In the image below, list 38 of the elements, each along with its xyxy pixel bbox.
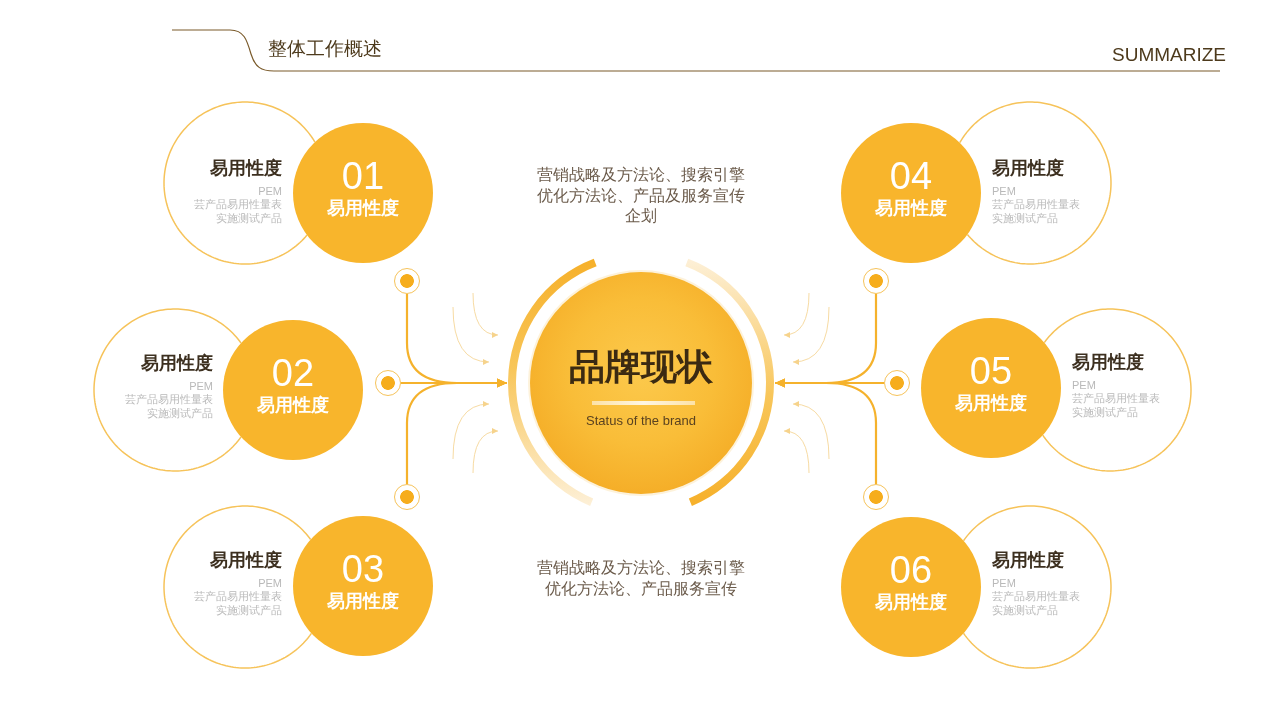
item-label: 易用性度 bbox=[954, 392, 1028, 414]
item-label: 易用性度 bbox=[256, 394, 330, 416]
item-label: 易用性度 bbox=[326, 197, 400, 219]
item-heading: 易用性度 bbox=[992, 157, 1065, 179]
item-number: 03 bbox=[340, 549, 386, 589]
item-number: 05 bbox=[968, 351, 1014, 391]
dot-marker bbox=[884, 370, 910, 396]
item-label: 易用性度 bbox=[874, 197, 948, 219]
summary-text: 营销战略及方法论、搜索引擎优化方法论、产品服务宣传 bbox=[536, 558, 746, 599]
item-heading: 易用性度 bbox=[140, 352, 213, 374]
item-code: PEM bbox=[257, 184, 282, 198]
connector-arrow bbox=[405, 378, 507, 484]
center-subtitle: Status of the brand bbox=[585, 413, 697, 429]
dot-marker bbox=[394, 484, 420, 510]
item-code: PEM bbox=[992, 576, 1017, 590]
dot-marker bbox=[394, 268, 420, 294]
item-heading: 易用性度 bbox=[209, 157, 282, 179]
item-number: 02 bbox=[270, 353, 316, 393]
item-code: PEM bbox=[188, 379, 213, 393]
summary-text: 营销战略及方法论、搜索引擎优化方法论、产品及服务宣传企划 bbox=[536, 165, 746, 227]
item-code: PEM bbox=[257, 576, 282, 590]
center-title: 品牌现状 bbox=[568, 345, 714, 389]
section-label: SUMMARIZE bbox=[1112, 43, 1226, 67]
item-code: PEM bbox=[992, 184, 1017, 198]
connector-arrow bbox=[775, 378, 878, 484]
item-code: PEM bbox=[1072, 378, 1097, 392]
item-label: 易用性度 bbox=[874, 591, 948, 613]
item-number: 01 bbox=[340, 156, 386, 196]
item-label: 易用性度 bbox=[326, 590, 400, 612]
item-heading: 易用性度 bbox=[992, 549, 1065, 571]
item-number: 06 bbox=[888, 550, 934, 590]
item-heading: 易用性度 bbox=[1072, 351, 1145, 373]
dot-marker bbox=[863, 484, 889, 510]
item-number: 04 bbox=[888, 156, 934, 196]
item-heading: 易用性度 bbox=[209, 549, 282, 571]
dot-marker bbox=[863, 268, 889, 294]
dot-marker bbox=[375, 370, 401, 396]
page-title: 整体工作概述 bbox=[268, 36, 382, 60]
